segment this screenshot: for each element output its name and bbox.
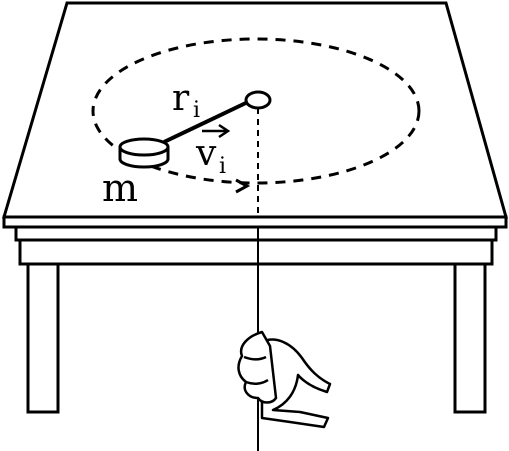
hand-fingers <box>237 330 278 404</box>
tangent-arrow <box>235 178 251 194</box>
puck-mass <box>118 137 170 169</box>
finger-crease-1 <box>243 355 267 361</box>
velocity-arrow <box>202 123 231 139</box>
tabletop-surface <box>1 1 508 219</box>
hand-palm <box>260 338 332 429</box>
label-velocity: v i <box>195 133 226 179</box>
hand-icon <box>237 330 332 429</box>
label-mass: m <box>102 166 138 210</box>
circular-path <box>91 37 421 185</box>
tabletop-edge <box>2 215 508 229</box>
velocity-symbol: v <box>195 133 217 174</box>
radius-symbol: r <box>172 78 190 119</box>
table-leg-right <box>453 260 487 414</box>
radius-subscript: i <box>193 98 200 123</box>
center-hole <box>244 90 272 110</box>
apron-lower <box>18 236 494 266</box>
velocity-subscript: i <box>219 154 226 179</box>
finger-crease-2 <box>245 378 269 385</box>
puck-top <box>118 137 170 157</box>
string-segment <box>163 99 251 144</box>
table-legs <box>26 260 487 414</box>
table-apron <box>14 224 498 266</box>
label-radius: r i <box>172 78 200 123</box>
table-leg-left <box>26 260 60 414</box>
